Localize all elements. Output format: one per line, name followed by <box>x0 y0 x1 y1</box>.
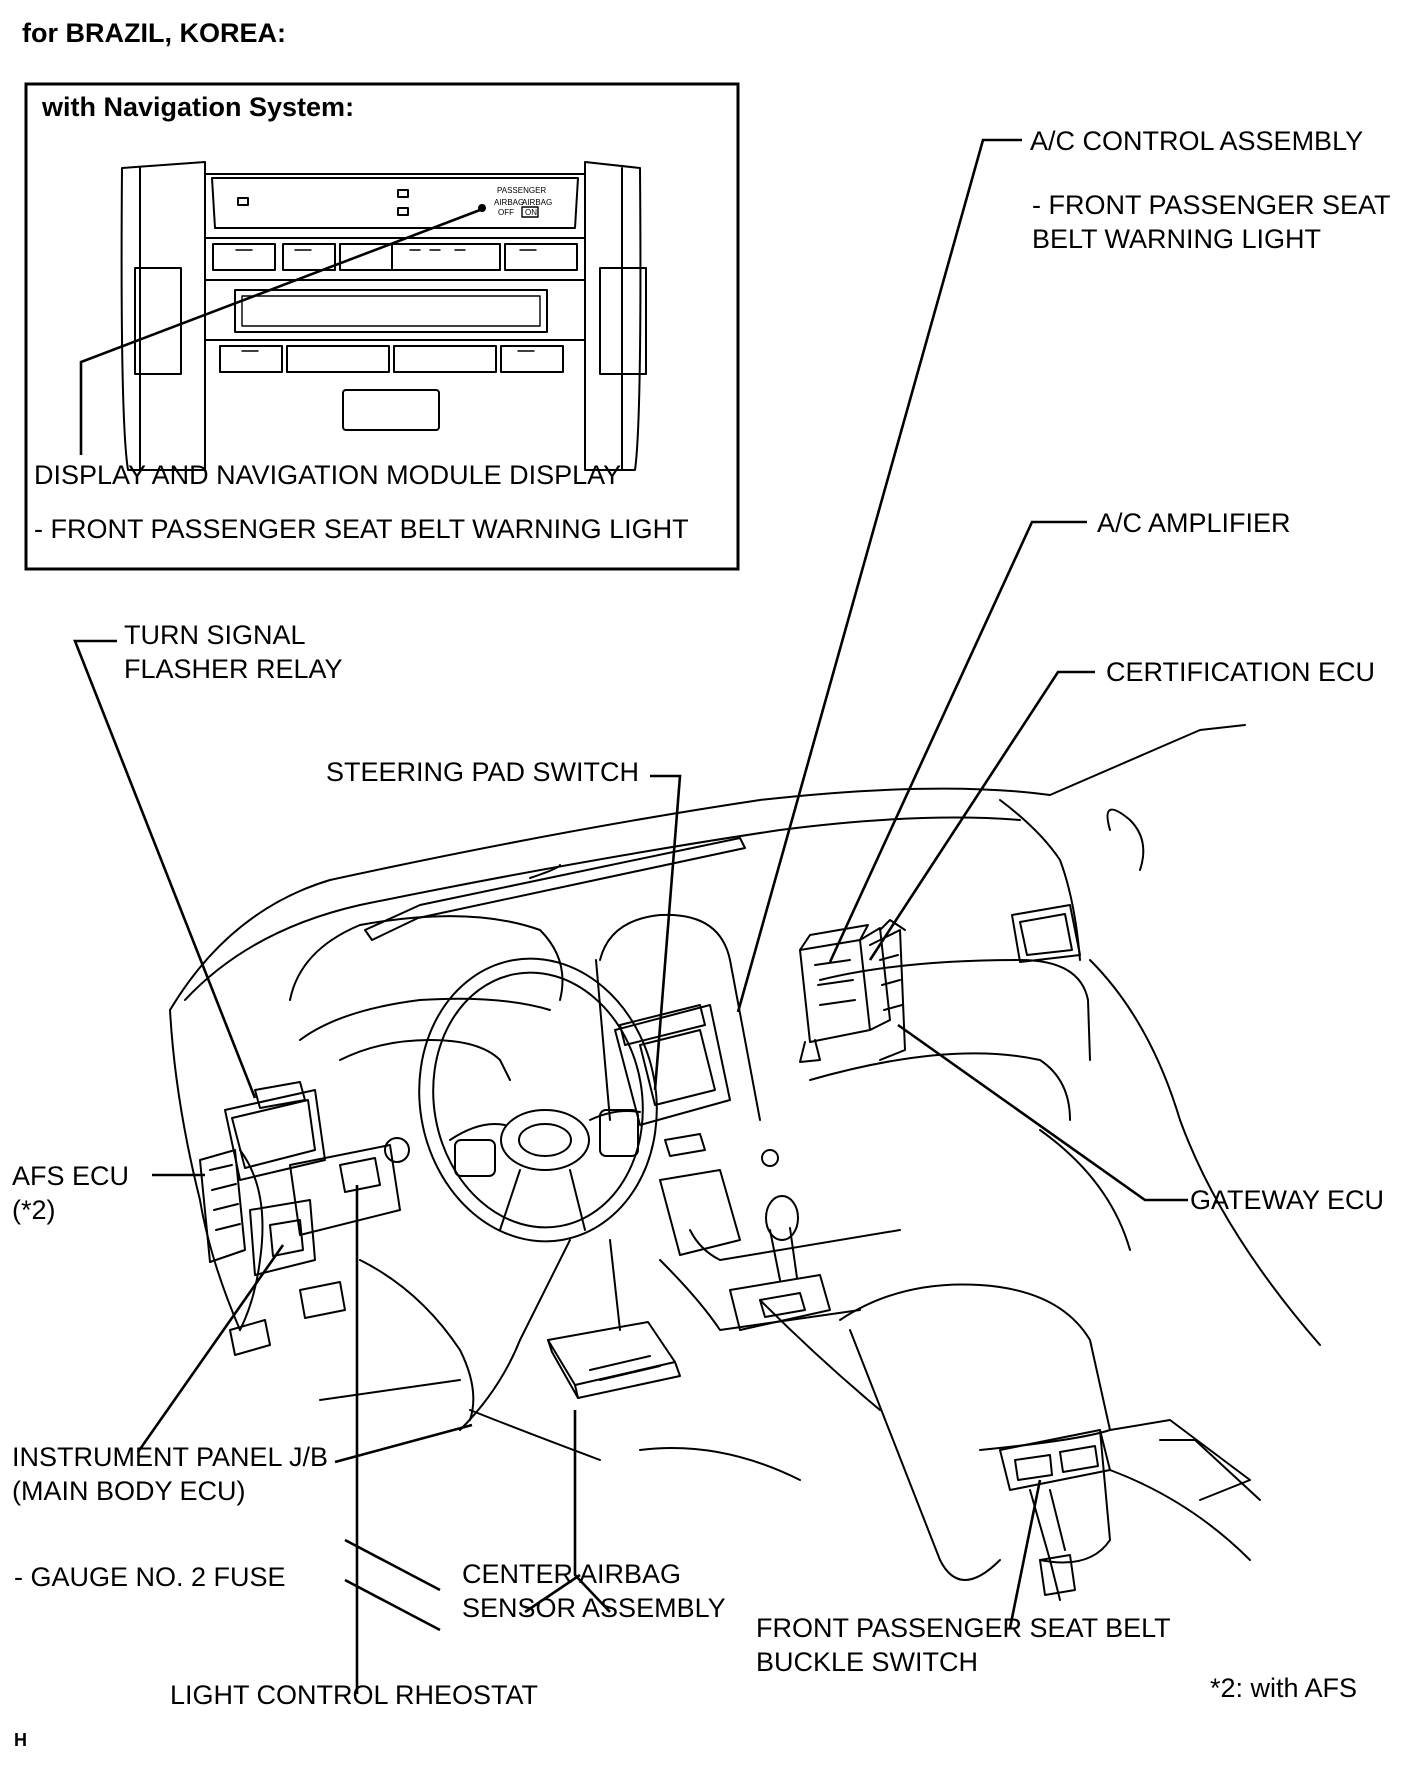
gauge-fuse-label: - GAUGE NO. 2 FUSE <box>14 1562 286 1592</box>
gateway-ecu-leader <box>897 1023 1188 1202</box>
dashboard-drawing <box>169 724 1321 1601</box>
ac-control-sub-label-2: BELT WARNING LIGHT <box>1032 224 1321 254</box>
panel-airbag-text-2: AIRBAG <box>522 198 552 207</box>
footnote: *2: with AFS <box>1210 1673 1357 1703</box>
center-panel-drawing: PASSENGER AIRBAG AIRBAG OFF ON <box>120 161 647 471</box>
turn-signal-label-2: FLASHER RELAY <box>124 654 343 684</box>
ac-control-sub-label-1: - FRONT PASSENGER SEAT <box>1032 190 1391 220</box>
buckle-switch-leader <box>1008 1479 1042 1629</box>
buckle-switch-label-2: BUCKLE SWITCH <box>756 1647 978 1677</box>
panel-on-text: ON <box>525 208 537 217</box>
instrument-jb-label-1: INSTRUMENT PANEL J/B <box>12 1442 328 1472</box>
gateway-ecu-label: GATEWAY ECU <box>1190 1185 1384 1215</box>
ac-control-leader <box>736 138 1022 1013</box>
afs-ecu-label-1: AFS ECU <box>12 1161 129 1191</box>
floor-edge-lines <box>344 1538 441 1632</box>
buckle-switch-label-1: FRONT PASSENGER SEAT BELT <box>756 1613 1171 1643</box>
center-airbag-label-2: SENSOR ASSEMBLY <box>462 1593 726 1623</box>
afs-ecu-label-2: (*2) <box>12 1195 56 1225</box>
instrument-jb-label-2: (MAIN BODY ECU) <box>12 1476 246 1506</box>
leader-lines <box>73 138 1188 1694</box>
display-leader-line <box>79 208 481 455</box>
steering-pad-label: STEERING PAD SWITCH <box>326 757 639 787</box>
ac-control-label: A/C CONTROL ASSEMBLY <box>1030 126 1363 156</box>
certification-ecu-label: CERTIFICATION ECU <box>1106 657 1375 687</box>
light-rheostat-label: LIGHT CONTROL RHEOSTAT <box>170 1680 538 1710</box>
turn-signal-label-1: TURN SIGNAL <box>124 620 306 650</box>
corner-mark: H <box>14 1730 27 1750</box>
warning-light-indicator <box>521 206 539 218</box>
steering-pad-leader <box>650 774 682 1091</box>
certification-ecu-leader <box>868 670 1095 961</box>
inset-frame <box>24 82 740 571</box>
panel-airbag-text-1: AIRBAG <box>494 198 524 207</box>
panel-passenger-text: PASSENGER <box>497 186 546 195</box>
display-module-label: DISPLAY AND NAVIGATION MODULE DISPLAY <box>34 460 621 490</box>
ac-amplifier-label: A/C AMPLIFIER <box>1097 508 1291 538</box>
region-heading: for BRAZIL, KOREA: <box>22 18 286 48</box>
center-airbag-leader <box>524 1410 611 1614</box>
turn-signal-leader <box>73 639 257 1099</box>
center-airbag-label-1: CENTER AIRBAG <box>462 1559 681 1589</box>
instrument-jb-leader <box>136 1244 473 1464</box>
navigation-inset: with Navigation System: PASSENGER AIRBAG… <box>24 82 740 571</box>
display-warning-light-label: - FRONT PASSENGER SEAT BELT WARNING LIGH… <box>34 514 689 544</box>
ac-amplifier-leader <box>828 520 1087 963</box>
inset-title: with Navigation System: <box>41 92 354 122</box>
panel-off-text: OFF <box>498 208 514 217</box>
